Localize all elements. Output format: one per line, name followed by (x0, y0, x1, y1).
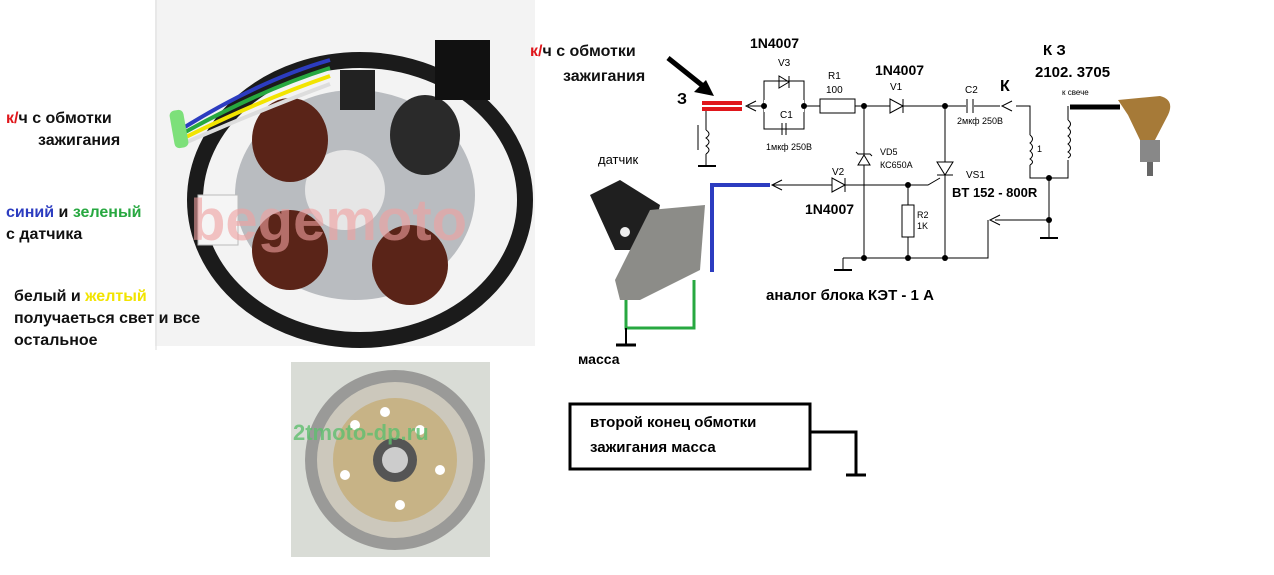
label-text: с датчика (6, 226, 83, 243)
label-text: белый и (14, 288, 86, 305)
r2-value: 1K (917, 221, 928, 231)
label-text: получаеться свет и все (14, 310, 201, 327)
vd5-value: КС650А (880, 160, 913, 170)
r2-label: R2 (917, 210, 929, 220)
v3-label: V3 (778, 58, 791, 69)
schematic-ignition-label: к/ч с обмотки (530, 43, 636, 60)
terminal-z-label: З (677, 91, 687, 108)
arrow-icon (666, 56, 710, 92)
label-text: остальное (14, 332, 98, 349)
label-light-wires: белый и желтый получаеться свет и все ос… (14, 286, 200, 352)
label-text: зажигания (38, 132, 121, 149)
terminal-k-label: К (1000, 78, 1010, 95)
stator-photo: begemoto (155, 0, 535, 348)
ground-label: масса (578, 351, 620, 367)
coil-name: К З (1043, 42, 1066, 59)
pickup-sensor-photo (590, 180, 705, 300)
diode-v3-type: 1N4007 (750, 35, 799, 51)
note-line-1: второй конец обмотки (590, 414, 756, 431)
r1-label: R1 (828, 71, 841, 82)
analog-label: аналог блока КЭТ - 1 А (766, 287, 934, 304)
r1-value: 100 (826, 85, 843, 96)
label-sensor-wires: синий и зеленый с датчика (6, 202, 141, 246)
vs1-label: VS1 (966, 170, 985, 181)
v1-label: V1 (890, 82, 903, 93)
schematic-ignition-label2: зажигания (563, 68, 645, 85)
note-line-2: зажигания масса (590, 439, 716, 456)
label-yellow-text: желтый (85, 288, 147, 305)
label-text: ч с обмотки (18, 110, 112, 127)
v2-label: V2 (832, 167, 845, 178)
label-ignition-wire: к/ч с обмотки зажигания (6, 108, 120, 152)
watermark-flywheel: 2tmoto-dp.ru (293, 420, 429, 445)
to-plug-label: к свече (1062, 88, 1089, 97)
c2-label: C2 (965, 85, 978, 96)
flywheel-photo: 2tmoto-dp.ru (291, 362, 490, 557)
vd5-label: VD5 (880, 147, 898, 157)
watermark-stator: begemoto (190, 188, 467, 253)
diode-v1-type: 1N4007 (875, 62, 924, 78)
vs1-value: BT 152 - 800R (952, 185, 1038, 200)
coil-winding-label: 1 (1037, 144, 1042, 154)
note-box (568, 402, 812, 471)
label-red-text: к/ (6, 110, 19, 127)
label-green-text: зеленый (72, 204, 142, 221)
label-blue-text: синий (6, 204, 55, 221)
c1-value: 1мкф 250В (766, 142, 812, 152)
label-text: и (54, 204, 73, 221)
coil-number: 2102. 3705 (1035, 64, 1110, 81)
c1-label: C1 (780, 110, 793, 121)
c2-value: 2мкф 250В (957, 116, 1003, 126)
sensor-label: датчик (598, 152, 639, 167)
spark-plug-cap-icon (1118, 96, 1171, 176)
diode-v2-type: 1N4007 (805, 201, 854, 217)
